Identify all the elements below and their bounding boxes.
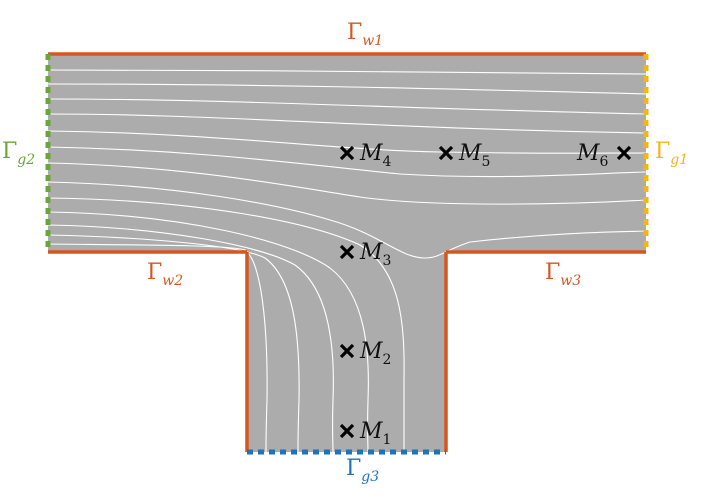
streamline bbox=[47, 243, 268, 453]
streamline bbox=[47, 146, 647, 178]
streamline bbox=[47, 181, 647, 259]
label-w2: Γw2 bbox=[147, 260, 183, 289]
marker-m5-label: M5 bbox=[458, 141, 490, 170]
streamline bbox=[47, 130, 647, 154]
streamline bbox=[47, 162, 647, 205]
marker-m3-cross bbox=[339, 244, 355, 260]
marker-m2-label: M2 bbox=[359, 339, 391, 368]
streamline bbox=[47, 98, 647, 115]
streamline bbox=[47, 83, 647, 95]
marker-m1-cross bbox=[339, 423, 355, 439]
label-w1: Γw1 bbox=[347, 20, 383, 49]
streamline bbox=[47, 113, 647, 134]
label-w3: Γw3 bbox=[545, 260, 581, 289]
streamline bbox=[47, 211, 369, 453]
label-g3: Γg3 bbox=[346, 456, 379, 485]
streamlines bbox=[47, 69, 647, 453]
marker-m3-label: M3 bbox=[359, 240, 391, 269]
marker-m6-label: M6 bbox=[576, 141, 609, 170]
streamline bbox=[47, 69, 647, 75]
marker-m4-cross bbox=[339, 145, 355, 161]
marker-m6-cross bbox=[616, 145, 632, 161]
marker-m5-cross bbox=[438, 145, 454, 161]
marker-m4-label: M4 bbox=[359, 141, 392, 170]
marker-m2-cross bbox=[339, 343, 355, 359]
label-g1: Γg1 bbox=[655, 139, 688, 168]
label-g2: Γg2 bbox=[2, 139, 35, 168]
streamline bbox=[47, 224, 334, 453]
streamline bbox=[47, 197, 405, 452]
streamline bbox=[47, 234, 300, 453]
marker-m1-label: M1 bbox=[359, 419, 391, 448]
